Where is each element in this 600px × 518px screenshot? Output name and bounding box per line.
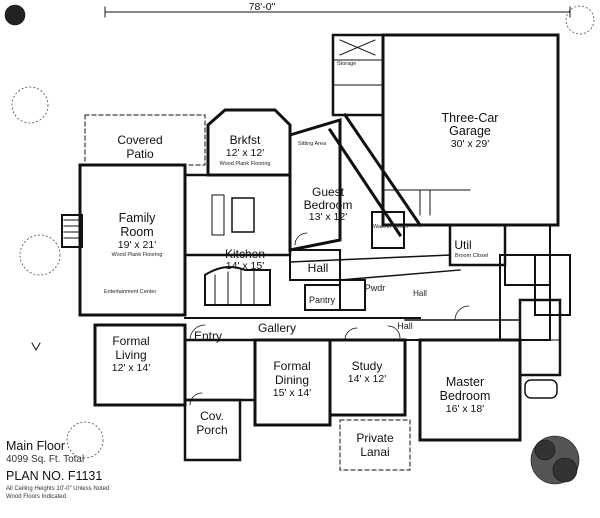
room-brkfst-dim: 12' x 12': [225, 147, 265, 159]
room-hall-lower: Hall: [397, 321, 413, 331]
room-guest-name-1: Guest: [311, 185, 345, 199]
tree-icon: [11, 5, 595, 459]
title-main-floor: Main Floor: [6, 439, 66, 453]
room-guest-dim: 13' x 12': [308, 211, 348, 223]
room-living-dim: 12' x 14': [111, 362, 151, 374]
room-family-name-1: Family: [118, 211, 156, 225]
room-entry: Entry: [193, 329, 223, 343]
room-garage-name-2: Garage: [449, 124, 491, 138]
room-dining-name-1: Formal: [273, 359, 311, 373]
room-pwdr: Pwdr: [364, 283, 386, 293]
label-storage: Storage: [337, 61, 357, 67]
label-entertainment-center: Entertainment Center: [104, 289, 157, 295]
room-porch-name-2: Porch: [196, 423, 228, 437]
room-family-note: Wood Plank Flooring: [111, 252, 163, 258]
label-walk-in: Walk-in Closet: [373, 224, 409, 230]
title-note-2: Wood Floors Indicated: [6, 494, 66, 500]
room-living-name-1: Formal: [112, 334, 150, 348]
room-brkfst-name: Brkfst: [229, 133, 261, 147]
title-sq-ft: 4099 Sq. Ft. Total: [6, 454, 85, 465]
room-family-dim: 19' x 21': [117, 239, 157, 251]
title-plan-no: PLAN NO. F1131: [6, 469, 103, 483]
room-guest-name-2: Bedroom: [303, 198, 353, 212]
room-garage-dim: 30' x 29': [450, 138, 490, 150]
room-study-dim: 14' x 12': [347, 373, 387, 385]
label-sitting-area: Sitting Area: [298, 141, 327, 147]
tree-icon: [4, 4, 580, 485]
room-pantry: Pantry: [308, 295, 336, 305]
room-util: Util: [454, 238, 472, 252]
room-master-name-2: Bedroom: [439, 389, 491, 403]
room-kitchen-name: Kitchen: [224, 247, 266, 261]
title-note-1: All Ceiling Heights 10'-0" Unless Noted: [6, 486, 110, 492]
room-family-name-2: Room: [120, 225, 154, 239]
room-lanai-name-1: Private: [356, 431, 394, 445]
room-garage-name-1: Three-Car: [441, 111, 499, 125]
room-hall-center: Hall: [413, 289, 427, 298]
label-broom-closet: Broom Closet: [455, 253, 489, 259]
room-living-name-2: Living: [115, 348, 147, 362]
room-lanai-name-2: Lanai: [360, 445, 390, 459]
room-porch-name-1: Cov.: [200, 409, 224, 423]
room-patio-name-1: Covered: [117, 133, 163, 147]
room-kitchen-dim: 14' x 15': [225, 260, 265, 272]
room-master-name-1: Master: [445, 375, 485, 389]
room-dining-name-2: Dining: [274, 373, 310, 387]
overall-dimension: 78'-0": [248, 1, 276, 13]
room-hall-upper: Hall: [307, 261, 329, 275]
room-brkfst-note: Wood Plank Flooring: [219, 161, 271, 167]
room-study-name: Study: [351, 359, 383, 373]
room-gallery: Gallery: [257, 321, 297, 335]
room-master-dim: 16' x 18': [445, 403, 485, 415]
room-dining-dim: 15' x 14': [272, 387, 312, 399]
room-patio-name-2: Patio: [126, 147, 154, 161]
